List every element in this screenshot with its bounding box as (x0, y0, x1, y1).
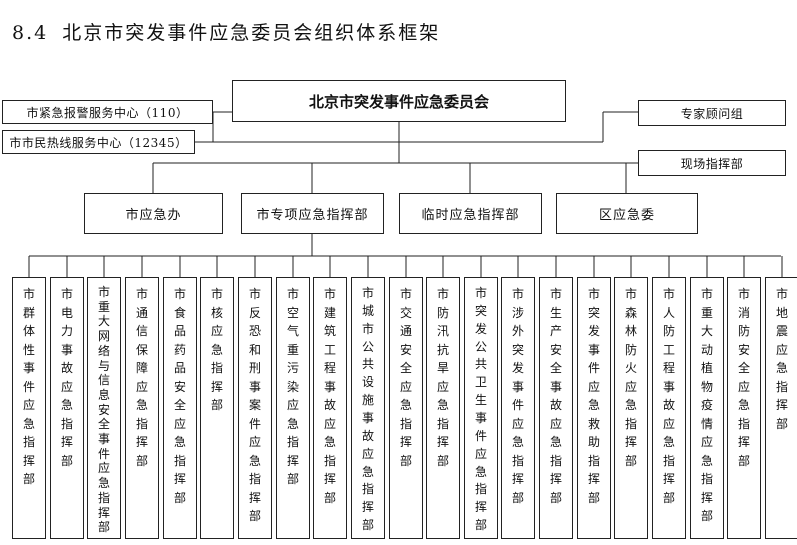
command-center-14: 市涉外突发事件应急指挥部 (501, 277, 535, 539)
command-center-13: 市突发公共卫生事件应急指挥部 (464, 277, 498, 539)
command-center-label: 市反恐和刑事案件应急指挥部 (248, 287, 261, 523)
command-center-label: 市电力事故应急指挥部 (60, 287, 73, 468)
command-center-label: 市防汛抗旱应急指挥部 (436, 287, 449, 468)
command-center-1: 市群体性事件应急指挥部 (12, 277, 46, 539)
right-node-onsite: 现场指挥部 (638, 150, 786, 176)
command-center-21: 市地震应急指挥部 (765, 277, 797, 539)
command-center-label: 市重大动植物疫情应急指挥部 (700, 287, 713, 523)
command-center-4: 市通信保障应急指挥部 (125, 277, 159, 539)
root-node: 北京市突发事件应急委员会 (232, 80, 566, 122)
command-center-label: 市突发事件应急救助指挥部 (587, 287, 600, 505)
command-center-15: 市生产安全事故应急指挥部 (539, 277, 573, 539)
command-center-label: 市食品药品安全应急指挥部 (173, 287, 186, 505)
command-center-6: 市核应急指挥部 (200, 277, 234, 539)
left-node-110: 市紧急报警服务中心（110） (2, 100, 213, 124)
command-center-19: 市重大动植物疫情应急指挥部 (690, 277, 724, 539)
mid-node-district-committee: 区应急委 (556, 193, 698, 234)
command-center-label: 市突发公共卫生事件应急指挥部 (474, 286, 487, 533)
command-center-5: 市食品药品安全应急指挥部 (163, 277, 197, 539)
mid-node-temporary-command: 临时应急指挥部 (399, 193, 542, 234)
command-center-9: 市建筑工程事故应急指挥部 (313, 277, 347, 539)
command-center-label: 市生产安全事故应急指挥部 (549, 287, 562, 505)
command-center-18: 市人防工程事故应急指挥部 (652, 277, 686, 539)
command-center-label: 市重大网络与信息安全事件应急指挥部 (97, 285, 110, 535)
command-center-label: 市核应急指挥部 (210, 287, 223, 412)
command-center-label: 市建筑工程事故应急指挥部 (323, 287, 336, 505)
command-center-label: 市空气重污染应急指挥部 (286, 287, 299, 486)
command-center-11: 市交通安全应急指挥部 (389, 277, 423, 539)
page-title: 8.4 北京市突发事件应急委员会组织体系框架 (12, 18, 440, 45)
right-node-experts: 专家顾问组 (638, 100, 786, 126)
command-center-20: 市消防安全应急指挥部 (727, 277, 761, 539)
command-center-16: 市突发事件应急救助指挥部 (577, 277, 611, 539)
command-center-10: 市城市公共设施事故应急指挥部 (351, 277, 385, 539)
command-center-2: 市电力事故应急指挥部 (50, 277, 84, 539)
command-center-label: 市地震应急指挥部 (775, 287, 788, 431)
title-text: 北京市突发事件应急委员会组织体系框架 (62, 22, 441, 44)
mid-node-emergency-office: 市应急办 (84, 193, 223, 234)
command-center-label: 市森林防火应急指挥部 (624, 287, 637, 468)
title-number: 8.4 (12, 22, 49, 44)
command-center-label: 市涉外突发事件应急指挥部 (511, 287, 524, 505)
command-center-label: 市通信保障应急指挥部 (135, 287, 148, 468)
command-center-8: 市空气重污染应急指挥部 (276, 277, 310, 539)
command-center-label: 市城市公共设施事故应急指挥部 (361, 286, 374, 533)
command-center-label: 市人防工程事故应急指挥部 (662, 287, 675, 505)
command-center-12: 市防汛抗旱应急指挥部 (426, 277, 460, 539)
command-center-label: 市消防安全应急指挥部 (737, 287, 750, 468)
command-center-7: 市反恐和刑事案件应急指挥部 (238, 277, 272, 539)
mid-node-special-command: 市专项应急指挥部 (241, 193, 384, 234)
left-node-12345: 市市民热线服务中心（12345） (2, 130, 195, 154)
command-center-label: 市交通安全应急指挥部 (399, 287, 412, 468)
command-center-17: 市森林防火应急指挥部 (614, 277, 648, 539)
command-center-3: 市重大网络与信息安全事件应急指挥部 (87, 277, 121, 539)
command-center-label: 市群体性事件应急指挥部 (22, 287, 35, 486)
